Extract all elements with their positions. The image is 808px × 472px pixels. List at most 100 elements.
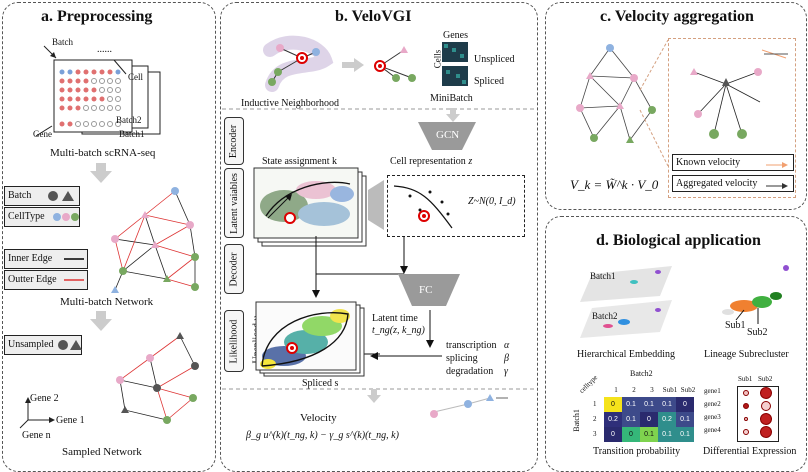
aggregation-graph-zoom — [690, 49, 788, 139]
dotplot-column-headers: Sub1 Sub2 — [738, 375, 788, 386]
caption-hierarchical: Hierarchical Embedding — [577, 349, 676, 360]
dotplot-rows: gene1 gene2 gene3 gene4 — [704, 387, 784, 444]
zoom-dashed-lines — [639, 39, 669, 167]
heatmap-row-header: 2 — [593, 415, 597, 423]
inductive-neighborhood-graphic — [263, 35, 334, 92]
heatmap-col-header: Sub2 — [680, 386, 696, 394]
known-velocity-arrow — [766, 162, 788, 168]
aggregated-velocity-label: Aggregated velocity — [676, 178, 758, 189]
legend-batch-box — [4, 186, 80, 206]
legend-unsampled-shapes — [58, 340, 82, 350]
heatmap-col-header: 3 — [650, 386, 654, 394]
inductive-caption: Inductive Neighborhood — [241, 98, 340, 109]
axis-gene1: Gene 1 — [56, 415, 85, 426]
dotplot-row-label: gene1 — [704, 387, 721, 395]
latent-variables-label: Latent vaiables — [224, 168, 244, 238]
zoom-box — [668, 38, 796, 198]
arrow-params-to-plot — [370, 352, 442, 360]
aggregation-graph-left — [576, 44, 656, 143]
heatmap-cell: 0.1 — [640, 427, 658, 442]
lineage-subrecluster-plot — [722, 265, 789, 324]
spliced-label: Spliced — [474, 76, 504, 87]
aggregated-velocity-arrow — [766, 183, 788, 189]
arrow-to-neighborhood — [342, 58, 364, 72]
legend-celltype-box — [4, 207, 80, 227]
legend-outter-edge-box — [4, 270, 88, 290]
panel-c-title: c. Velocity aggregation — [600, 8, 754, 25]
dotplot-row-label: gene4 — [704, 426, 721, 434]
degradation-label: degradation — [446, 366, 494, 377]
dotplot-row-label: gene3 — [704, 413, 721, 421]
splicing-sym: β — [504, 353, 509, 364]
unspliced-label: Unspliced — [474, 54, 515, 65]
latent-time-formula: t_ng(z, k_ng) — [372, 325, 425, 336]
heatmap-col-header: 1 — [614, 386, 618, 394]
down-arrow-1 — [90, 163, 112, 183]
latent-distribution-box — [387, 175, 525, 237]
legend-celltype-dots — [53, 213, 79, 221]
matrix-dots — [59, 69, 121, 127]
legend-unsampled-label: Unsampled — [8, 339, 54, 350]
heatmap-cell: 0 — [604, 427, 622, 442]
legend-inner-edge-label: Inner Edge — [8, 253, 53, 264]
heatmap-col-header: Sub1 — [662, 386, 678, 394]
multi-batch-network — [111, 187, 199, 293]
cell-axis-label: Cell — [128, 72, 143, 82]
legend-outter-edge-label: Outter Edge — [8, 274, 57, 285]
splicing-label: splicing — [446, 353, 478, 364]
dotplot-dot — [761, 401, 771, 411]
aggregation-formula: V_k = W̃^k · V_0 — [570, 177, 659, 192]
heatmap-cell: 0.1 — [676, 412, 694, 427]
likelihood-label: Likelihood — [224, 310, 244, 372]
divider-line-b2 — [222, 388, 536, 390]
heatmap-cell: 0.1 — [640, 397, 658, 412]
gcn-label: GCN — [436, 129, 460, 141]
cell-rep-label: Cell representation z — [390, 156, 473, 167]
multi-batch-matrix-stack — [35, 45, 161, 137]
divider-line-b — [222, 108, 536, 110]
heatmap-cell: 0.1 — [622, 412, 640, 427]
latent-distribution-curve — [393, 185, 453, 229]
panel-d-title: d. Biological application — [596, 232, 761, 249]
transcription-label: transcription — [446, 340, 497, 351]
dotplot-dot — [744, 417, 748, 421]
caption-differential: Differential Expression — [703, 446, 797, 457]
dotplot-row-label: gene2 — [704, 400, 721, 408]
legend-batch-label: Batch — [8, 190, 32, 201]
legend-outter-edge-line — [64, 279, 84, 281]
velocity-formula: β_g u^(k)(t_ng, k) − γ_g s^(k)(t_ng, k) — [246, 430, 399, 441]
heatmap-cell: 0.1 — [658, 427, 676, 442]
encoder-label: Encoder — [224, 117, 244, 165]
batch-axis-label: Batch — [52, 37, 73, 47]
caption-lineage: Lineage Subrecluster — [704, 349, 789, 360]
minibatch-matrices — [442, 42, 468, 86]
dotplot-col-header: Sub2 — [758, 375, 773, 383]
heatmap-col-header: 2 — [632, 386, 636, 394]
velocity-mini-graph — [430, 394, 508, 418]
state-scatter-stack — [253, 167, 367, 247]
caption-sampled-network: Sampled Network — [62, 446, 142, 458]
dotplot-dot — [760, 426, 772, 438]
heatmap-row-header: 1 — [593, 400, 597, 408]
dotplot-dot — [760, 387, 772, 399]
dotplot-col-header: Sub1 — [738, 375, 753, 383]
cell-rep-var: z — [468, 156, 473, 167]
phase-portrait-stack — [255, 301, 365, 377]
spliced-s-label: Spliced s — [302, 378, 339, 389]
heatmap-batch1-label: Batch1 — [571, 409, 581, 432]
transcription-sym: α — [504, 340, 510, 351]
dotplot-dot — [760, 413, 772, 425]
legend-celltype-label: CellType — [8, 211, 45, 222]
heatmap-cell: 0.1 — [676, 427, 694, 442]
hierarchical-embedding-plot — [580, 266, 672, 338]
caption-multibatch-scrnaseq: Multi-batch scRNA-seq — [50, 147, 156, 159]
heatmap-cell: 0.2 — [604, 412, 622, 427]
fc-block — [398, 274, 460, 306]
gcn-block — [418, 122, 476, 150]
subgraph-graphic — [374, 46, 416, 82]
arrow-minibatch-gcn — [446, 108, 460, 122]
caption-transition: Transition probability — [593, 446, 681, 457]
axis-genen: Gene n — [22, 430, 51, 441]
